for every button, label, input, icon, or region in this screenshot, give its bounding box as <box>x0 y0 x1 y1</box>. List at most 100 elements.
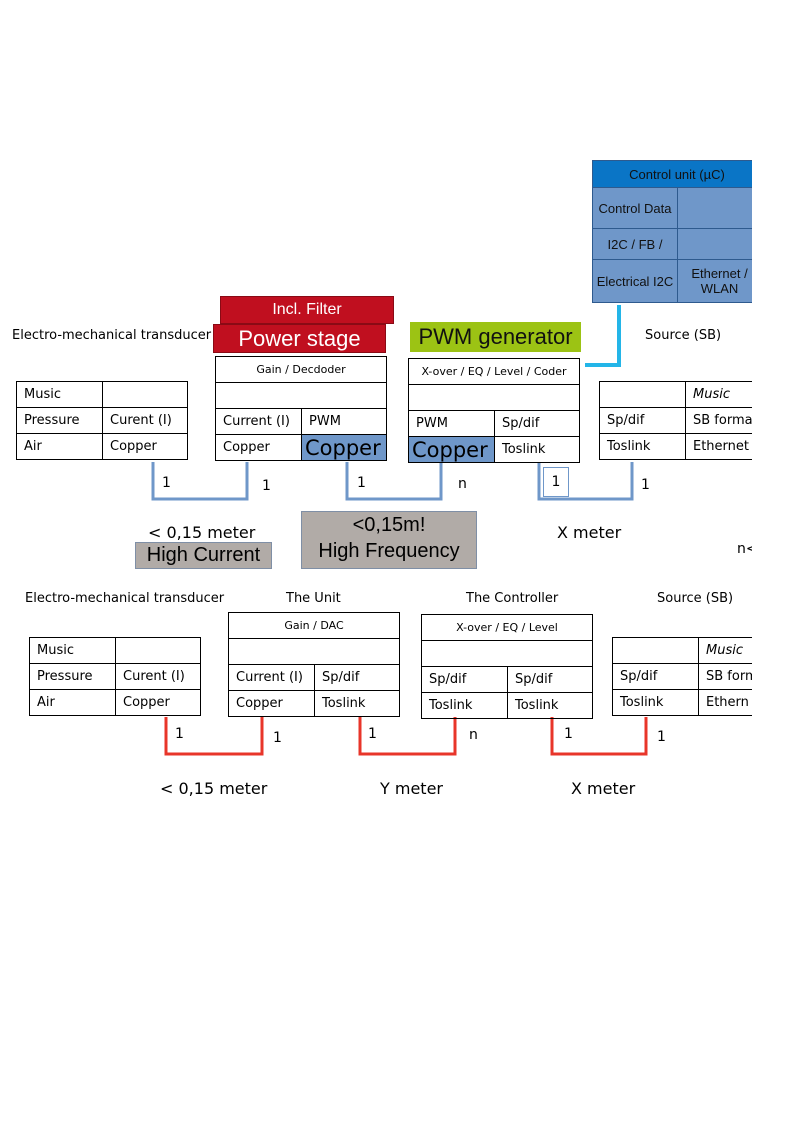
table-row: Music <box>29 637 201 664</box>
top-number-n: n <box>458 476 467 492</box>
table-cell: Toslink <box>599 433 686 460</box>
bottom-number-n: n <box>469 727 478 743</box>
top-gain-empty-row <box>215 382 387 409</box>
table-cell: Music <box>29 637 116 664</box>
table-cell: Pressure <box>29 663 116 690</box>
table-cell: Air <box>16 433 103 460</box>
table-cell: PWM <box>408 410 495 437</box>
table-cell <box>599 381 686 408</box>
top-number-3: 1 <box>357 475 366 491</box>
table-cell: Copper <box>102 433 188 460</box>
control-ethernet-cell: Ethernet / WLAN <box>677 259 762 303</box>
control-data-cell: Control Data <box>592 187 678 229</box>
bottom-gain-empty-row <box>228 638 400 665</box>
control-electrical-cell: Electrical I2C <box>592 259 678 303</box>
top-meter-3: X meter <box>557 523 622 542</box>
bottom-controller-label: The Controller <box>466 591 559 606</box>
control-unit-title: Control unit (µC) <box>592 160 762 188</box>
top-number-6: 1 <box>641 477 650 493</box>
bottom-meter-2: Y meter <box>380 779 443 798</box>
bottom-number-6: 1 <box>657 729 666 745</box>
table-cell: Sp/dif <box>612 663 699 690</box>
table-cell: Toslink <box>314 690 400 717</box>
table-cell: Current (I) <box>228 664 315 691</box>
table-row: Current (I)PWM <box>215 408 387 435</box>
table-cell: Toslink <box>507 692 593 719</box>
bottom-connector-2 <box>358 717 457 756</box>
bottom-meter-3: X meter <box>571 779 636 798</box>
bottom-transducer-label: Electro-mechanical transducer <box>25 591 225 606</box>
high-frequency-box: <0,15m! High Frequency <box>301 511 477 569</box>
table-cell: Copper <box>228 690 315 717</box>
control-empty-cell-2 <box>677 228 762 260</box>
copper-highlight-cell: Copper <box>408 436 495 463</box>
table-cell: Sp/dif <box>421 666 508 693</box>
top-number-2: 1 <box>262 478 271 494</box>
bottom-number-1: 1 <box>175 726 184 742</box>
top-n-edge-mask <box>752 535 794 565</box>
table-row: Music <box>599 381 771 408</box>
table-cell: Curent (I) <box>115 663 201 690</box>
table-cell: Air <box>29 689 116 716</box>
high-frequency-line-1: <0,15m! <box>352 514 426 536</box>
table-cell <box>102 381 188 408</box>
top-xover-header: X-over / EQ / Level / Coder <box>408 358 580 385</box>
bottom-source-right-mask <box>752 630 794 725</box>
table-cell: Copper <box>115 689 201 716</box>
control-empty-cell-1 <box>677 187 762 229</box>
table-cell: Curent (I) <box>102 407 188 434</box>
bottom-number-2: 1 <box>273 730 282 746</box>
table-cell: Toslink <box>494 436 580 463</box>
bottom-connector-3 <box>550 717 648 756</box>
table-row: Current (I)Sp/dif <box>228 664 400 691</box>
table-cell: Copper <box>215 434 302 461</box>
table-cell: Pressure <box>16 407 103 434</box>
table-cell: Current (I) <box>215 408 302 435</box>
top-number-1: 1 <box>162 475 171 491</box>
table-cell: Sp/dif <box>494 410 580 437</box>
top-connector-3 <box>537 462 634 501</box>
bottom-source-label: Source (SB) <box>657 591 734 606</box>
control-bus-cell: I2C / FB / <box>592 228 678 260</box>
top-gain-header: Gain / Decdoder <box>215 356 387 383</box>
top-source-right-mask <box>752 375 794 470</box>
table-cell <box>115 637 201 664</box>
high-frequency-line-2: High Frequency <box>318 540 460 562</box>
high-current-box: High Current <box>135 542 272 569</box>
bottom-number-3: 1 <box>368 726 377 742</box>
top-transducer-label: Electro-mechanical transducer <box>12 328 212 343</box>
table-cell: Music <box>16 381 103 408</box>
copper-highlight-cell: Copper <box>301 434 387 461</box>
table-cell: PWM <box>301 408 387 435</box>
bottom-connector-1 <box>164 717 264 756</box>
bottom-gain-header: Gain / DAC <box>228 612 400 639</box>
table-cell: Toslink <box>612 689 699 716</box>
bottom-unit-label: The Unit <box>286 591 341 606</box>
bottom-meter-1: < 0,15 meter <box>160 779 268 798</box>
top-number-5: 1 <box>543 467 569 497</box>
top-source-label: Source (SB) <box>645 328 722 343</box>
table-cell: Sp/dif <box>599 407 686 434</box>
table-cell: Sp/dif <box>507 666 593 693</box>
top-xover-empty-row <box>408 384 580 411</box>
incl-filter-box: Incl. Filter <box>220 296 394 324</box>
bottom-number-5: 1 <box>564 726 573 742</box>
table-cell <box>612 637 699 664</box>
